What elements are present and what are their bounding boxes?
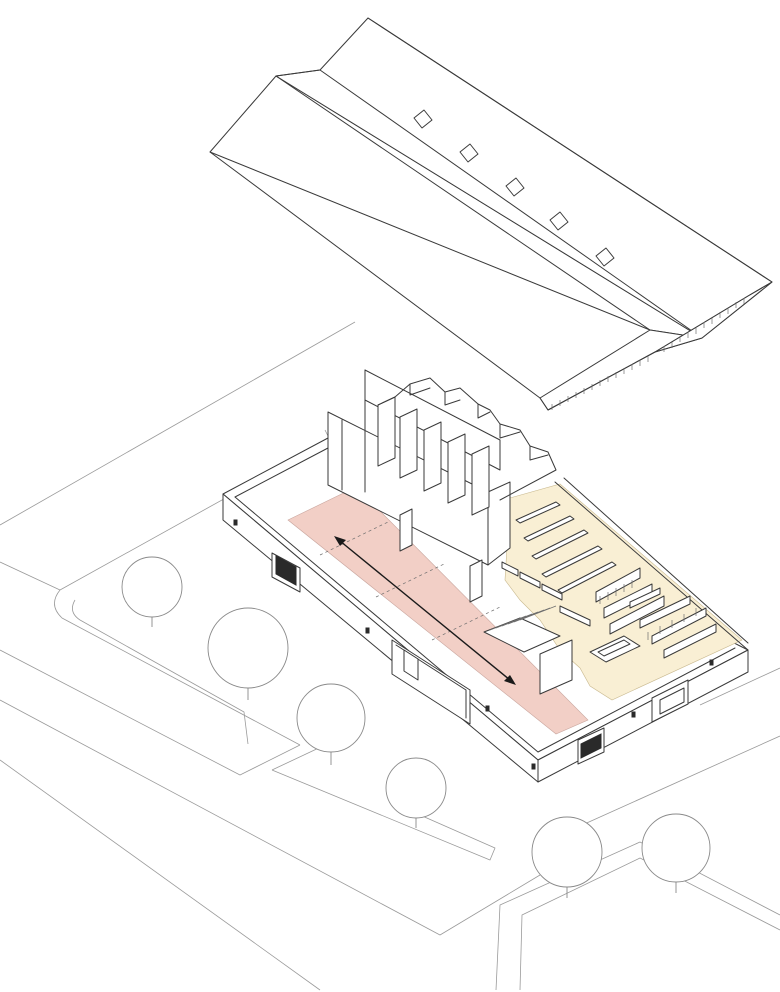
skylight-2: [459, 143, 479, 163]
circulation-zone: [287, 486, 589, 735]
tree-4: [385, 757, 447, 828]
site-landscape: [0, 321, 780, 991]
skylight-5: [595, 247, 615, 267]
trees: [121, 556, 711, 898]
tree-6: [641, 813, 711, 893]
library-shelving: [501, 501, 717, 663]
roof-skylights: [413, 109, 615, 267]
tree-5: [531, 816, 603, 898]
tree-1: [121, 556, 183, 627]
building-volume: [222, 369, 749, 783]
skylight-4: [549, 211, 569, 231]
tree-3: [296, 683, 366, 765]
skylight-3: [505, 177, 525, 197]
roof: [209, 17, 773, 411]
stair: [483, 605, 573, 695]
skylight-1: [413, 109, 433, 129]
tree-2: [207, 607, 289, 700]
movement-arrow: [334, 536, 516, 685]
clerestory-frames: [377, 377, 557, 516]
